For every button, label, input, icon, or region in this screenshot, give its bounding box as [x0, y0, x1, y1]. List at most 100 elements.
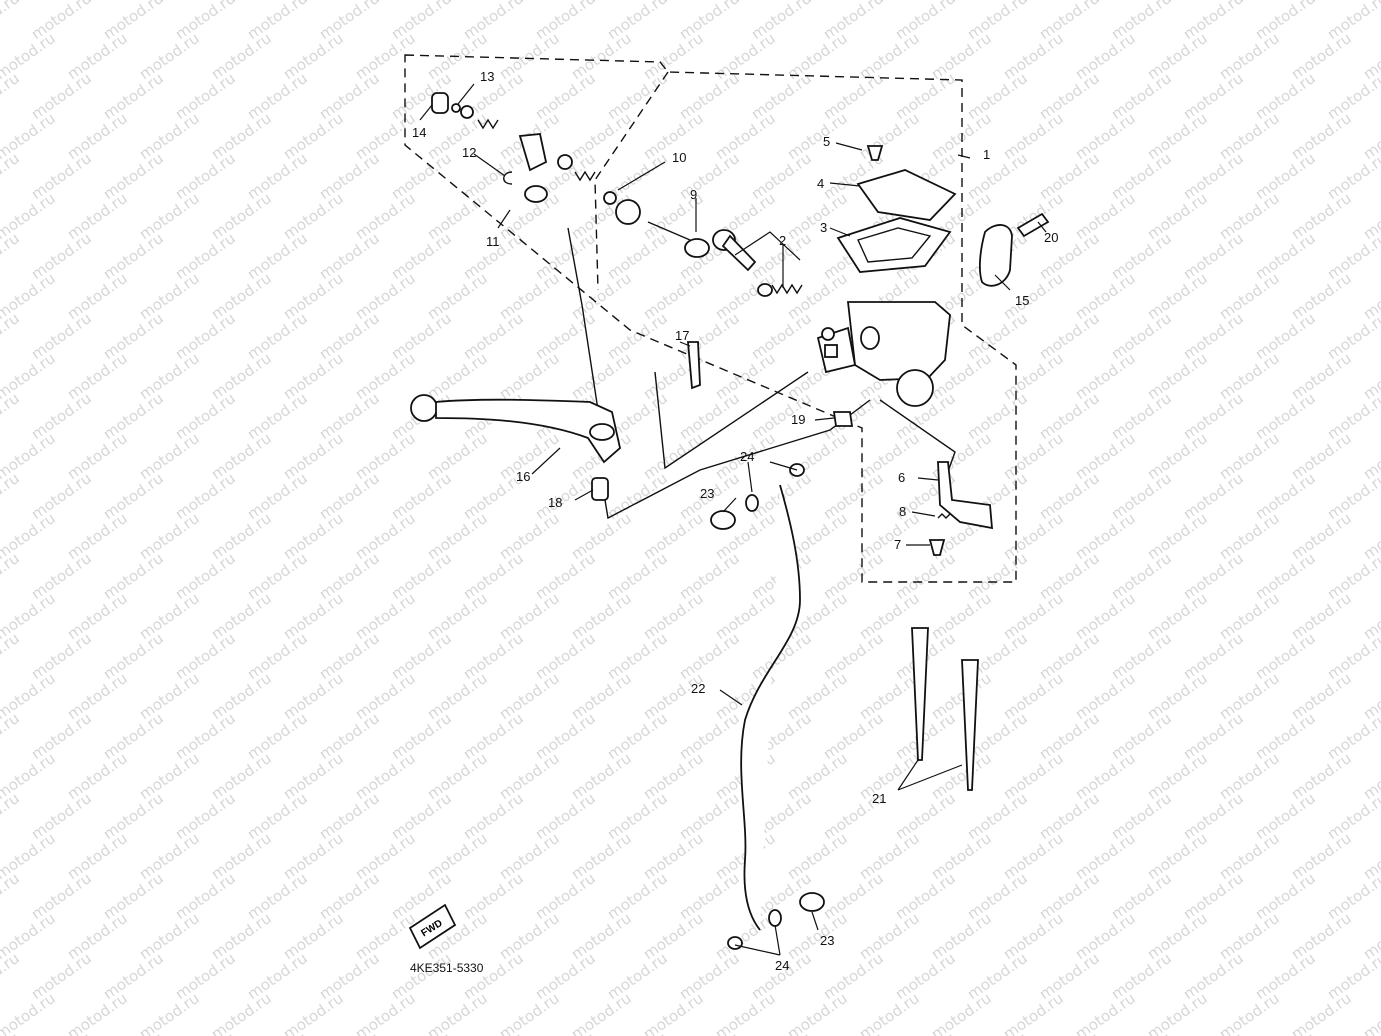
watermark-text: motod.ru	[1324, 469, 1381, 523]
callout-15: 15	[1015, 293, 1029, 308]
watermark-text: motod.ru	[1324, 709, 1381, 763]
callout-17: 17	[675, 328, 689, 343]
watermark-text: motod.ru	[0, 229, 23, 283]
watermark-text: motod.ru	[0, 709, 23, 763]
switch-screw	[928, 539, 946, 556]
spring-seat	[557, 154, 573, 170]
callout-3: 3	[820, 220, 827, 235]
watermark-text: motod.ru	[640, 989, 707, 1036]
pivot-nut	[832, 411, 854, 427]
watermark-text: motod.ru	[1324, 309, 1381, 363]
watermark-text: motod.ru	[496, 989, 563, 1036]
watermark-text: motod.ru	[892, 1029, 959, 1036]
watermark-text: motod.ru	[1324, 949, 1381, 1003]
forward-direction-badge: FWD	[408, 903, 457, 950]
brake-switch	[937, 461, 993, 530]
watermark-text: motod.ru	[856, 989, 923, 1036]
lever-guide-line	[567, 227, 599, 411]
watermark-text: motod.ru	[208, 989, 275, 1036]
callout-labels: 1 2 3 4 5 6 7 8 9 10 11 12 13 14 15 16 1…	[412, 69, 1058, 973]
callout-19: 19	[791, 412, 805, 427]
spring-11a	[477, 118, 499, 130]
cable-tie-b	[961, 659, 979, 791]
piston-boot	[684, 238, 710, 258]
callout-21: 21	[872, 791, 886, 806]
reservoir-cap	[856, 169, 957, 221]
callout-1: 1	[983, 147, 990, 162]
callout-18: 18	[548, 495, 562, 510]
watermark-text: motod.ru	[1324, 149, 1381, 203]
diagram-code: 4KE351-5330	[410, 961, 484, 975]
watermark-text: motod.ru	[1288, 989, 1355, 1036]
watermark-text: motod.ru	[244, 1029, 311, 1036]
dust-seal	[615, 199, 641, 225]
cable-tie-a	[911, 627, 929, 761]
watermark-text: motod.ru	[460, 1029, 527, 1036]
watermark-text: motod.ru	[64, 989, 131, 1036]
master-cylinder-body	[816, 301, 951, 407]
watermark-text: motod.ru	[820, 1029, 887, 1036]
watermark-text: motod.ru	[568, 989, 635, 1036]
watermark-text: motod.ru	[1180, 1029, 1247, 1036]
watermark-text: motod.ru	[1108, 1029, 1175, 1036]
o-ring	[524, 185, 548, 203]
watermark-text: motod.ru	[1324, 229, 1381, 283]
gasket-lower-b	[768, 909, 782, 927]
watermark-text: motod.ru	[1324, 69, 1381, 123]
watermark-text: motod.ru	[1252, 1029, 1319, 1036]
callout-10: 10	[672, 150, 686, 165]
callout-13: 13	[480, 69, 494, 84]
watermark-text: motod.ru	[1324, 389, 1381, 443]
watermark-text: motod.ru	[100, 1029, 167, 1036]
leader-lines	[419, 83, 1047, 956]
callout-23-lower: 23	[820, 933, 834, 948]
callout-7: 7	[894, 537, 901, 552]
piston-rod	[647, 221, 691, 241]
watermark-text: motod.ru	[532, 1029, 599, 1036]
watermark-text: motod.ru	[748, 1029, 815, 1036]
adjuster	[518, 133, 548, 172]
washer-13	[451, 103, 461, 113]
watermark-text: motod.ru	[0, 789, 23, 843]
watermark-text: motod.ru	[1360, 989, 1381, 1036]
holder-bolt	[1016, 212, 1050, 238]
watermark-text: motod.ru	[388, 1029, 455, 1036]
spring-11b	[574, 170, 596, 182]
nut-13	[460, 105, 474, 119]
watermark-text: motod.ru	[1324, 629, 1381, 683]
watermark-text: motod.ru	[1216, 989, 1283, 1036]
watermark-text: motod.ru	[28, 1029, 95, 1036]
watermark-text: motod.ru	[0, 869, 23, 923]
callout-5: 5	[823, 134, 830, 149]
union-bolt-upper	[710, 510, 736, 530]
master-cylinder-assembly-outline	[404, 54, 1017, 583]
piston-kit-bracket	[734, 231, 801, 261]
watermark-text: motod.ru	[0, 949, 23, 1003]
watermark-text: motod.ru	[316, 1029, 383, 1036]
callout-24-lower: 24	[775, 958, 789, 973]
watermark-text: motod.ru	[0, 549, 23, 603]
watermark-text: motod.ru	[1000, 989, 1067, 1036]
watermark-text: motod.ru	[1324, 789, 1381, 843]
watermark-text: motod.ru	[0, 309, 23, 363]
watermark-text: motod.ru	[1324, 869, 1381, 923]
watermark-text: motod.ru	[1144, 989, 1211, 1036]
lever-collar	[591, 477, 609, 501]
brake-lever	[410, 394, 621, 464]
callout-20: 20	[1044, 230, 1058, 245]
gasket-upper-a	[745, 494, 759, 512]
callout-24-upper: 24	[740, 449, 754, 464]
watermark-text: motod.ru	[172, 1029, 239, 1036]
brake-hose	[740, 484, 801, 931]
callout-4: 4	[817, 176, 824, 191]
watermark-text: motod.ru	[0, 469, 23, 523]
callout-2: 2	[779, 233, 786, 248]
watermark-text: motod.ru	[0, 0, 23, 43]
watermark-text: motod.ru	[928, 989, 995, 1036]
watermark-text: motod.ru	[676, 1029, 743, 1036]
callout-8: 8	[899, 504, 906, 519]
watermark-text: motod.ru	[280, 989, 347, 1036]
piston-seal	[757, 283, 773, 297]
